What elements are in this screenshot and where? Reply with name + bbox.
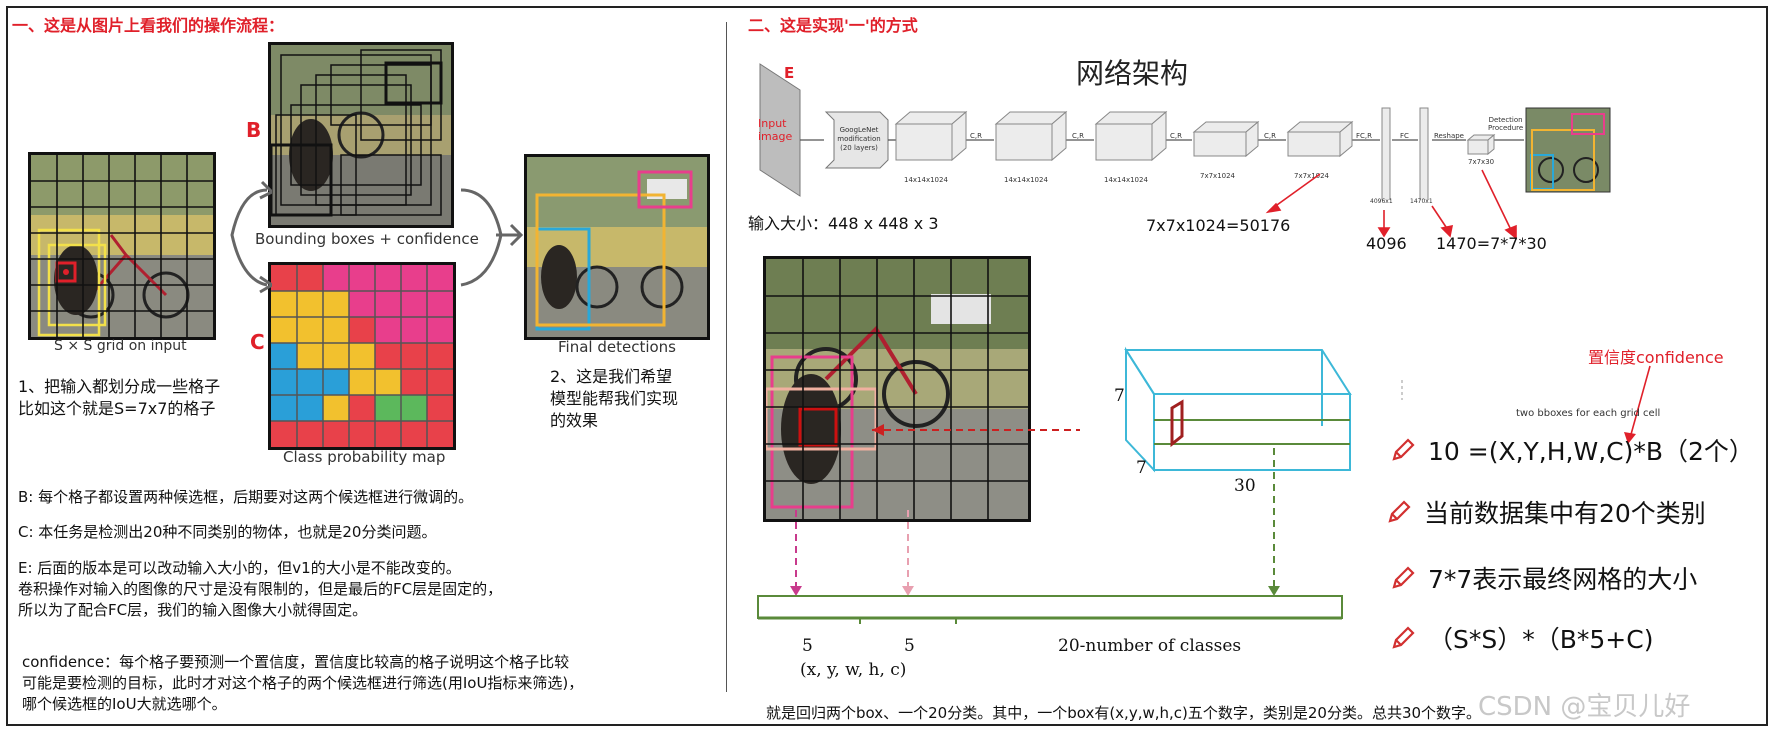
architecture-title: 网络架构 xyxy=(1076,57,1189,90)
class-probability-map xyxy=(268,262,456,450)
bullet-2: 当前数据集中有20个类别 xyxy=(1386,494,1706,530)
vector-20-classes: 20-number of classes xyxy=(1058,636,1242,656)
pencil-icon xyxy=(1392,566,1415,589)
cell-grid-image xyxy=(763,256,1031,522)
final-detections-image xyxy=(524,154,710,340)
bullet-4-text: （S*S）*（B*5+C) xyxy=(1428,625,1654,654)
arrow-label-7: Reshape xyxy=(1434,132,1464,140)
calc-1470: 1470=7*7*30 xyxy=(1436,234,1547,253)
merge-arrow-icon xyxy=(460,188,524,287)
pencil-icon xyxy=(1388,500,1411,523)
arrow-label-6: FC xyxy=(1400,132,1409,140)
text-e-line-1: E: 后面的版本是可以改动输入大小的，但v1的大小是不能改变的。 xyxy=(18,559,461,577)
network-diagram xyxy=(759,63,1611,200)
text-b: B: 每个格子都设置两种候选框，后期要对这两个候选框进行微调的。 xyxy=(18,488,474,506)
dashed-connectors xyxy=(790,380,1403,596)
note-2-line-2: 模型能帮我们实现 xyxy=(550,389,679,408)
googlenet-label-2: modification xyxy=(837,135,881,143)
block-label-3: 14x14x1024 xyxy=(1104,176,1148,184)
block-label-2: 14x14x1024 xyxy=(1004,176,1048,184)
final-detections-scene xyxy=(527,157,707,337)
note-2-line-1: 2、这是我们希望 xyxy=(550,367,673,386)
fc2-label: 1470x1 xyxy=(1410,198,1433,205)
googlenet-label-1: GoogLeNet xyxy=(839,126,879,134)
bullet-3: 7*7表示最终网格的大小 xyxy=(1390,560,1697,596)
input-size: 输入大小：448 x 448 x 3 xyxy=(748,214,939,233)
arrow-label-3: C,R xyxy=(1170,132,1182,140)
vector-5-first: 5 xyxy=(802,636,813,656)
text-confidence-line-3: 哪个候选框的IoU大就选哪个。 xyxy=(22,695,227,713)
text-confidence: confidence：每个格子要预测一个置信度，置信度比较高的格子说明这个格子比… xyxy=(22,652,583,715)
text-e-line-2: 卷积操作对输入的图像的尺寸是没有限制的，但是最后的FC层是固定的， xyxy=(18,580,503,598)
block-label-1: 14x14x1024 xyxy=(904,176,948,184)
block-label-4: 7x7x1024 xyxy=(1200,172,1236,180)
bullet-3-text: 7*7表示最终网格的大小 xyxy=(1428,565,1698,594)
bullet-4: （S*S）*（B*5+C) xyxy=(1390,620,1653,656)
annotation-arrows xyxy=(1265,169,1517,240)
output-tensor-cube xyxy=(1124,346,1352,473)
caption-grid: S × S grid on input xyxy=(54,338,187,354)
confidence-arrow xyxy=(1624,365,1651,444)
right-heading: 二、这是实现'一'的方式 xyxy=(748,16,918,35)
input-image-label: Input image xyxy=(758,117,793,143)
panel-divider xyxy=(726,22,727,692)
detection-label-2: Procedure xyxy=(1488,124,1524,132)
text-confidence-line-2: 可能是要检测的目标，此时才对这个格子的两个候选框进行筛选(用IoU指标来筛选)， xyxy=(22,674,584,692)
note-2-line-3: 的效果 xyxy=(550,411,599,430)
text-e-line-3: 所以为了配合FC层，我们的输入图像大小就得固定。 xyxy=(18,601,368,619)
bullet-2-text: 当前数据集中有20个类别 xyxy=(1424,499,1706,528)
note-1-line-2: 比如这个就是S=7x7的格子 xyxy=(18,399,216,418)
label-e: E xyxy=(784,64,795,82)
confidence-label: 置信度confidence xyxy=(1588,348,1724,367)
note-1: 1、把输入都划分成一些格子 比如这个就是S=7x7的格子 xyxy=(18,376,220,420)
text-e: E: 后面的版本是可以改动输入大小的，但v1的大小是不能改变的。 卷积操作对输入… xyxy=(18,558,502,621)
watermark: CSDN @宝贝儿好 xyxy=(1478,692,1691,722)
cell-grid-scene xyxy=(766,259,1028,519)
bbox-scene xyxy=(271,45,451,225)
note-1-line-1: 1、把输入都划分成一些格子 xyxy=(18,377,221,396)
cube-dim-left: 7 xyxy=(1114,386,1125,406)
bbox-image xyxy=(268,42,454,228)
arrow-label-1: C,R xyxy=(970,132,982,140)
text-confidence-line-1: confidence：每个格子要预测一个置信度，置信度比较高的格子说明这个格子比… xyxy=(22,653,570,671)
detection-label: Detection Procedure xyxy=(1488,116,1523,132)
fc1-label: 4096x1 xyxy=(1370,198,1393,205)
grid-input-scene xyxy=(31,155,213,337)
grid-lines xyxy=(31,155,213,337)
summary-text: 就是回归两个box、一个20分类。其中，一个box有(x,y,w,h,c)五个数… xyxy=(766,704,1482,722)
pencil-icon xyxy=(1392,626,1415,649)
output-vector xyxy=(757,595,1343,624)
page-frame xyxy=(6,6,1768,726)
block-label-5: 7x7x1024 xyxy=(1294,172,1330,180)
label-b: B xyxy=(246,118,262,142)
vector-5-second: 5 xyxy=(904,636,915,656)
caption-bbox: Bounding boxes + confidence xyxy=(255,230,479,248)
two-bboxes-note: two bboxes for each grid cell xyxy=(1516,408,1661,419)
detection-label-1: Detection xyxy=(1488,116,1523,124)
arrow-label-5: FC,R xyxy=(1356,132,1373,140)
cube-dim-depth: 30 xyxy=(1234,476,1256,496)
bullet-1: 10 =(X,Y,H,W,C)*B（2个） xyxy=(1390,432,1754,468)
pencil-icon xyxy=(1392,438,1415,461)
note-2: 2、这是我们希望 模型能帮我们实现 的效果 xyxy=(550,366,678,432)
googlenet-label-3: (20 layers) xyxy=(840,144,878,152)
left-heading: 一、这是从图片上看我们的操作流程： xyxy=(12,16,285,35)
vector-xywhc: (x, y, w, h, c) xyxy=(800,660,907,680)
text-c: C: 本任务是检测出20种不同类别的物体，也就是20分类问题。 xyxy=(18,523,437,541)
arrow-label-4: C,R xyxy=(1264,132,1276,140)
grid-input-image xyxy=(28,152,216,340)
split-arrow-icon xyxy=(230,180,272,294)
calc-4096: 4096 xyxy=(1366,234,1407,253)
caption-class: Class probability map xyxy=(283,448,446,466)
arrow-label-2: C,R xyxy=(1072,132,1084,140)
cube-dim-bottom: 7 xyxy=(1136,458,1147,478)
calc-7x7x1024: 7x7x1024=50176 xyxy=(1146,216,1291,235)
reshape-label: 7x7x30 xyxy=(1468,158,1495,166)
bullet-1-text: 10 =(X,Y,H,W,C)*B（2个） xyxy=(1428,437,1754,466)
caption-final: Final detections xyxy=(558,338,676,356)
label-c: C xyxy=(250,330,265,354)
class-map-cells xyxy=(271,265,453,447)
googlenet-label: GoogLeNet modification (20 layers) xyxy=(836,126,882,153)
